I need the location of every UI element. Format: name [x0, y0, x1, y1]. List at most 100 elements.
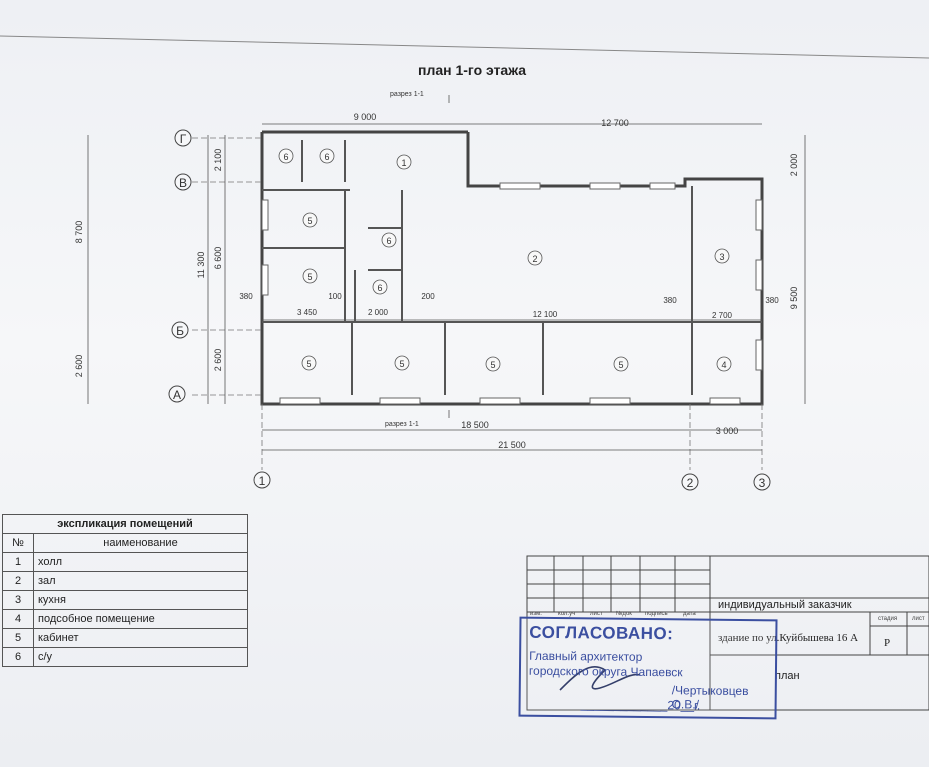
dim-top-right: 12 700	[601, 118, 629, 128]
dim-inner-12100: 12 100	[533, 310, 558, 319]
room-label-6b: 6	[324, 152, 329, 162]
inner-walls	[262, 140, 762, 395]
dim-inner-2700: 2 700	[712, 311, 733, 320]
tb-header-list: лист	[590, 611, 603, 617]
dim-right-9500: 9 500	[789, 287, 799, 310]
row-name: с/у	[33, 647, 248, 667]
axis-marker-b	[171, 321, 189, 339]
tb-stage: Р	[884, 637, 891, 649]
axis-lines	[192, 137, 763, 470]
dim-bottom-inner-right: 3 000	[716, 426, 739, 436]
axis-marker-g	[174, 129, 192, 147]
section-label-top: разрез 1-1	[390, 91, 424, 98]
dim-right-2000: 2 000	[789, 154, 799, 177]
axis-marker-a	[168, 385, 186, 403]
dim-left-2100: 2 100	[213, 149, 223, 172]
title-block-grid	[526, 555, 929, 711]
approval-stamp: СОГЛАСОВАНО: Главный архитектор городско…	[518, 616, 778, 720]
room-label-5d: 5	[399, 359, 404, 369]
row-num: 2	[2, 571, 34, 591]
axis-label-2: 2	[687, 476, 694, 490]
axis-label-3: 3	[759, 476, 766, 490]
room-label-5c: 5	[306, 359, 311, 369]
plan-title: план 1-го этажа	[418, 62, 527, 78]
dim-left-8700: 8 700	[74, 221, 84, 244]
tb-header-kol: кол.уч	[558, 611, 576, 617]
explication-col-name: наименование	[33, 533, 248, 553]
dim-left-6600: 6 600	[213, 247, 223, 270]
axis-label-b: Б	[176, 324, 184, 338]
explication-col-num: №	[2, 533, 34, 553]
dim-inner-200: 200	[421, 292, 435, 301]
tb-header-izm: изм.	[530, 611, 542, 617]
dim-left-11300: 11 300	[196, 252, 206, 279]
row-num: 4	[2, 609, 34, 629]
row-num: 5	[2, 628, 34, 648]
row-num: 6	[2, 647, 34, 667]
stamp-line5: _____________20__г.	[580, 697, 701, 713]
dimension-lines	[87, 95, 806, 451]
dim-bottom-inner-left: 18 500	[461, 420, 489, 430]
tb-header-doc: №док	[616, 611, 632, 617]
row-name: зал	[33, 571, 248, 591]
axis-marker-v	[174, 173, 192, 191]
room-label-6d: 6	[377, 283, 382, 293]
room-label-1: 1	[401, 158, 406, 168]
room-label-6c: 6	[386, 236, 391, 246]
tb-header-sign: подпись	[645, 611, 668, 617]
dim-inner-2000: 2 000	[368, 308, 389, 317]
tb-stage-label: стадия	[878, 616, 898, 622]
windows	[261, 182, 763, 405]
dim-top-left: 9 000	[354, 112, 377, 122]
axis-marker-1	[253, 471, 271, 489]
room-label-5e: 5	[490, 360, 495, 370]
axis-label-1: 1	[259, 474, 266, 488]
room-label-5a: 5	[307, 216, 312, 226]
stamp-line3: городского округа Чапаевск	[528, 663, 683, 680]
dim-inner-100: 100	[328, 292, 342, 301]
outer-walls	[260, 130, 764, 406]
row-name: кабинет	[33, 628, 248, 648]
tb-customer: индивидуальный заказчик	[718, 599, 852, 611]
room-label-4: 4	[721, 360, 726, 370]
dim-inner-380-left: 380	[239, 292, 253, 301]
room-label-3: 3	[719, 252, 724, 262]
row-name: холл	[33, 552, 248, 572]
dim-inner-380-mid: 380	[663, 296, 677, 305]
room-label-6a: 6	[283, 152, 288, 162]
axis-marker-3	[753, 473, 771, 491]
axis-label-g: Г	[180, 132, 187, 146]
tb-sheet-name: план	[775, 670, 800, 682]
row-num: 1	[2, 552, 34, 572]
tb-header-date: дата	[683, 611, 696, 617]
tb-building: здание по ул.Куйбышева 16 А	[718, 632, 859, 644]
dim-inner-380-right: 380	[765, 296, 779, 305]
dim-bottom-total: 21 500	[498, 440, 526, 450]
dim-inner-3450: 3 450	[297, 308, 318, 317]
axis-label-v: В	[179, 176, 187, 190]
room-markers	[278, 148, 732, 372]
dim-left-2600-inner: 2 600	[213, 349, 223, 372]
room-label-2: 2	[532, 254, 537, 264]
axis-markers	[168, 129, 771, 491]
row-name: кухня	[33, 590, 248, 610]
section-label-bottom: разрез 1-1	[385, 421, 419, 428]
explication-title: экспликация помещений	[2, 514, 248, 534]
stamp-line2: Главный архитектор	[529, 648, 643, 664]
row-num: 3	[2, 590, 34, 610]
stamp-line1: СОГЛАСОВАНО:	[529, 622, 674, 644]
axis-label-a: А	[173, 388, 181, 402]
room-label-5b: 5	[307, 272, 312, 282]
signature	[559, 666, 641, 691]
axis-marker-2	[681, 473, 699, 491]
room-label-5f: 5	[618, 360, 623, 370]
dim-left-2600-outer: 2 600	[74, 355, 84, 378]
